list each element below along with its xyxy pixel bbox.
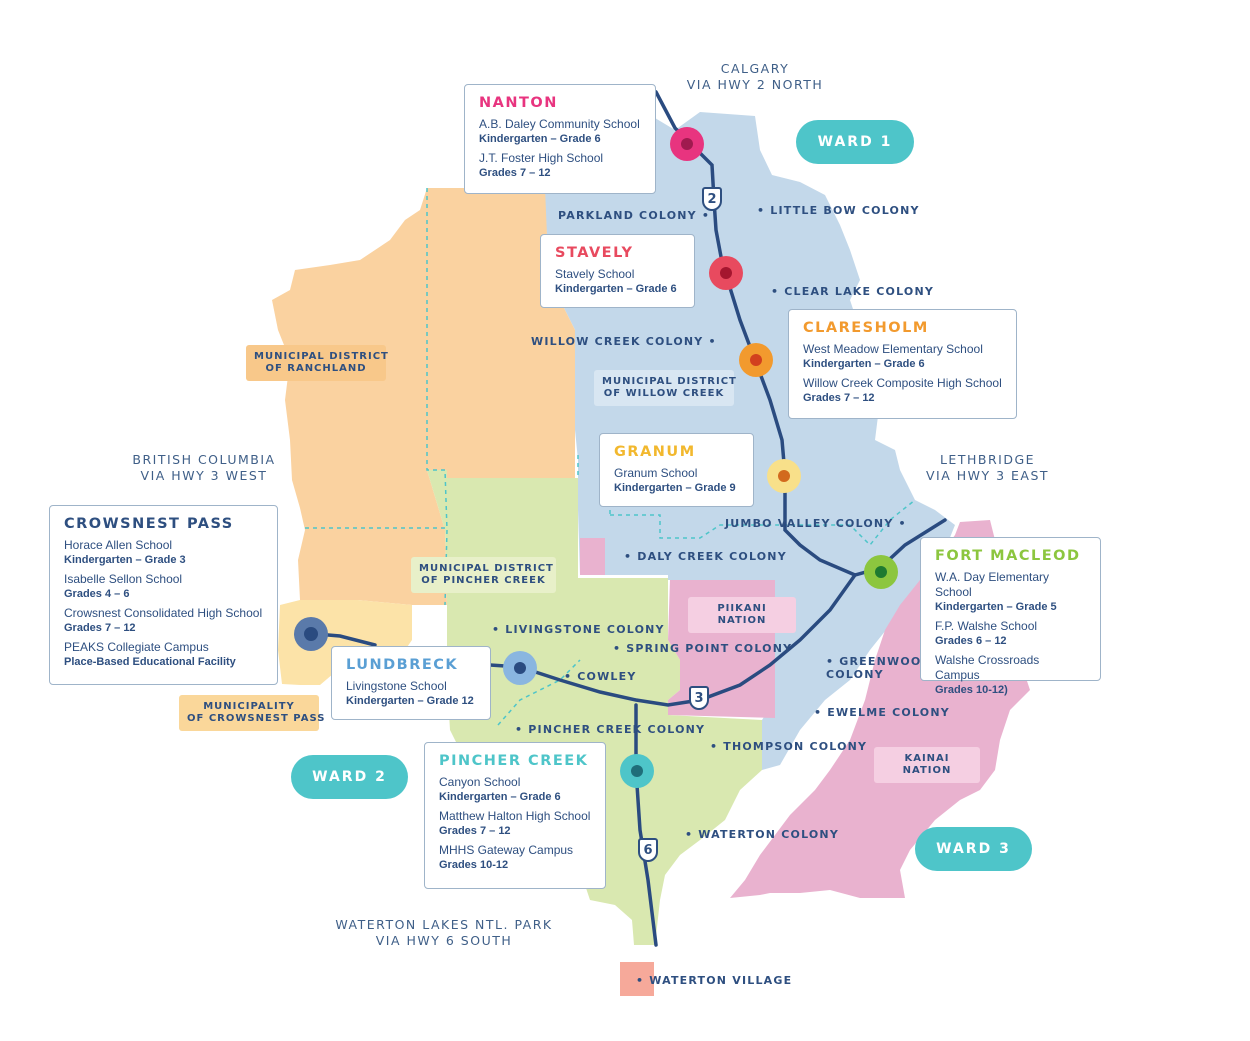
school-name: PEAKS Collegiate Campus	[64, 640, 209, 654]
highway-3-shield: 3	[689, 686, 709, 710]
district-crowsnest: MUNICIPALITY OF CROWSNEST PASS	[179, 695, 324, 731]
colony-spring-point: • SPRING POINT COLONY	[613, 642, 793, 655]
lundbreck-marker[interactable]	[503, 651, 537, 685]
school-name: W.A. Day Elementary School	[935, 570, 1050, 599]
school-grades: Grades 10-12	[439, 859, 509, 871]
card-lundbreck[interactable]: LUNDBRECK Livingstone School Kindergarte…	[331, 646, 491, 720]
school-grades: Grades 7 – 12	[479, 167, 551, 179]
school-name: Livingstone School	[346, 679, 447, 693]
town-title: LUNDBRECK	[346, 657, 459, 673]
highway-2-shield: 2	[702, 187, 722, 211]
edge-label-south: WATERTON LAKES NTL. PARK VIA HWY 6 SOUTH	[335, 917, 553, 948]
school-name: A.B. Daley Community School	[479, 117, 640, 131]
colony-cowley: • COWLEY	[564, 670, 637, 683]
school-name: Isabelle Sellon School	[64, 572, 183, 586]
colony-parkland: PARKLAND COLONY •	[558, 209, 711, 222]
district-piikani: PIIKANI NATION	[688, 597, 796, 633]
school-grades: Grades 7 – 12	[64, 622, 136, 634]
district-pincher-creek: MUNICIPAL DISTRICT OF PINCHER CREEK	[411, 557, 556, 593]
claresholm-marker[interactable]	[739, 343, 773, 377]
edge-label-north: CALGARY VIA HWY 2 NORTH	[686, 61, 824, 92]
colony-thompson: • THOMPSON COLONY	[710, 740, 868, 753]
nanton-marker[interactable]	[670, 127, 704, 161]
card-claresholm[interactable]: CLARESHOLM West Meadow Elementary School…	[788, 309, 1017, 419]
edge-label-west: BRITISH COLUMBIA VIA HWY 3 WEST	[132, 452, 276, 483]
school-name: Willow Creek Composite High School	[803, 376, 1002, 390]
town-title: STAVELY	[555, 245, 634, 261]
region-waterton-village	[620, 962, 654, 996]
ward-2-badge: WARD 2	[291, 755, 408, 799]
school-grades: Kindergarten – Grade 3	[64, 554, 186, 566]
pincher-creek-marker[interactable]	[620, 754, 654, 788]
school-name: J.T. Foster High School	[479, 151, 604, 165]
school-name: Crowsnest Consolidated High School	[64, 606, 263, 620]
region-ranchland	[272, 188, 575, 605]
colony-daly-creek: • DALY CREEK COLONY	[624, 550, 787, 563]
colony-waterton: • WATERTON COLONY	[685, 828, 840, 841]
school-name: Canyon School	[439, 775, 521, 789]
town-title: PINCHER CREEK	[439, 753, 589, 769]
colony-livingstone: • LIVINGSTONE COLONY	[492, 623, 665, 636]
highway-lines	[302, 90, 947, 947]
card-nanton[interactable]: NANTON A.B. Daley Community School Kinde…	[464, 84, 656, 194]
school-name: Horace Allen School	[64, 538, 173, 552]
school-grades: Kindergarten – Grade 9	[614, 482, 736, 494]
colony-ewelme: • EWELME COLONY	[814, 706, 950, 719]
school-grades: Grades 6 – 12	[935, 635, 1007, 647]
ward-1-badge: WARD 1	[796, 120, 914, 164]
colony-little-bow: • LITTLE BOW COLONY	[757, 204, 920, 217]
school-name: Walshe Crossroads Campus	[935, 653, 1040, 682]
school-grades: Kindergarten – Grade 12	[346, 695, 474, 707]
edge-label-east: LETHBRIDGE VIA HWY 3 EAST	[925, 452, 1050, 483]
card-granum[interactable]: GRANUM Granum School Kindergarten – Grad…	[599, 433, 754, 507]
granum-marker[interactable]	[767, 459, 801, 493]
card-crowsnest-pass[interactable]: CROWSNEST PASS Horace Allen School Kinde…	[49, 505, 278, 685]
town-title: CLARESHOLM	[803, 320, 929, 336]
crowsnest-marker[interactable]	[294, 617, 328, 651]
school-grades: Kindergarten – Grade 6	[555, 283, 677, 295]
waterton-village-label: • WATERTON VILLAGE	[636, 974, 793, 987]
school-grades: Kindergarten – Grade 6	[479, 133, 601, 145]
colony-jumbo-valley: JUMBO VALLEY COLONY •	[725, 517, 907, 530]
school-grades: Kindergarten – Grade 6	[439, 791, 561, 803]
ward-3-badge: WARD 3	[915, 827, 1032, 871]
colony-pincher-creek: • PINCHER CREEK COLONY	[515, 723, 706, 736]
colony-clear-lake: • CLEAR LAKE COLONY	[771, 285, 935, 298]
district-willow-creek: MUNICIPAL DISTRICT OF WILLOW CREEK	[594, 370, 736, 406]
town-title: NANTON	[479, 95, 558, 111]
school-name: F.P. Walshe School	[935, 619, 1038, 633]
town-title: CROWSNEST PASS	[64, 516, 234, 532]
school-grades: Grades 10-12)	[935, 684, 1008, 696]
school-grades: Grades 7 – 12	[803, 392, 875, 404]
school-grades: Place-Based Educational Facility	[64, 656, 236, 668]
fort-macleod-marker[interactable]	[864, 555, 898, 589]
card-pincher-creek[interactable]: PINCHER CREEK Canyon School Kindergarten…	[424, 742, 606, 889]
school-grades: Grades 7 – 12	[439, 825, 511, 837]
school-grades: Kindergarten – Grade 5	[935, 601, 1057, 613]
district-kainai: KAINAI NATION	[874, 747, 980, 783]
town-title: FORT MACLEOD	[935, 548, 1081, 564]
school-name: Stavely School	[555, 267, 635, 281]
colony-greenwood: • GREENWOOD COLONY	[826, 655, 932, 681]
school-grades: Kindergarten – Grade 6	[803, 358, 925, 370]
school-name: West Meadow Elementary School	[803, 342, 983, 356]
school-name: Granum School	[614, 466, 698, 480]
card-stavely[interactable]: STAVELY Stavely School Kindergarten – Gr…	[540, 234, 695, 308]
stavely-marker[interactable]	[709, 256, 743, 290]
highway-6-shield: 6	[638, 838, 658, 862]
school-grades: Grades 4 – 6	[64, 588, 130, 600]
town-title: GRANUM	[614, 444, 696, 460]
card-fort-macleod[interactable]: FORT MACLEOD W.A. Day Elementary School …	[920, 537, 1101, 696]
school-name: Matthew Halton High School	[439, 809, 591, 823]
colony-willow-creek: WILLOW CREEK COLONY •	[531, 335, 717, 348]
school-name: MHHS Gateway Campus	[439, 843, 574, 857]
region-small-reserve	[580, 538, 605, 575]
district-ranchland: MUNICIPAL DISTRICT OF RANCHLAND	[246, 345, 388, 381]
